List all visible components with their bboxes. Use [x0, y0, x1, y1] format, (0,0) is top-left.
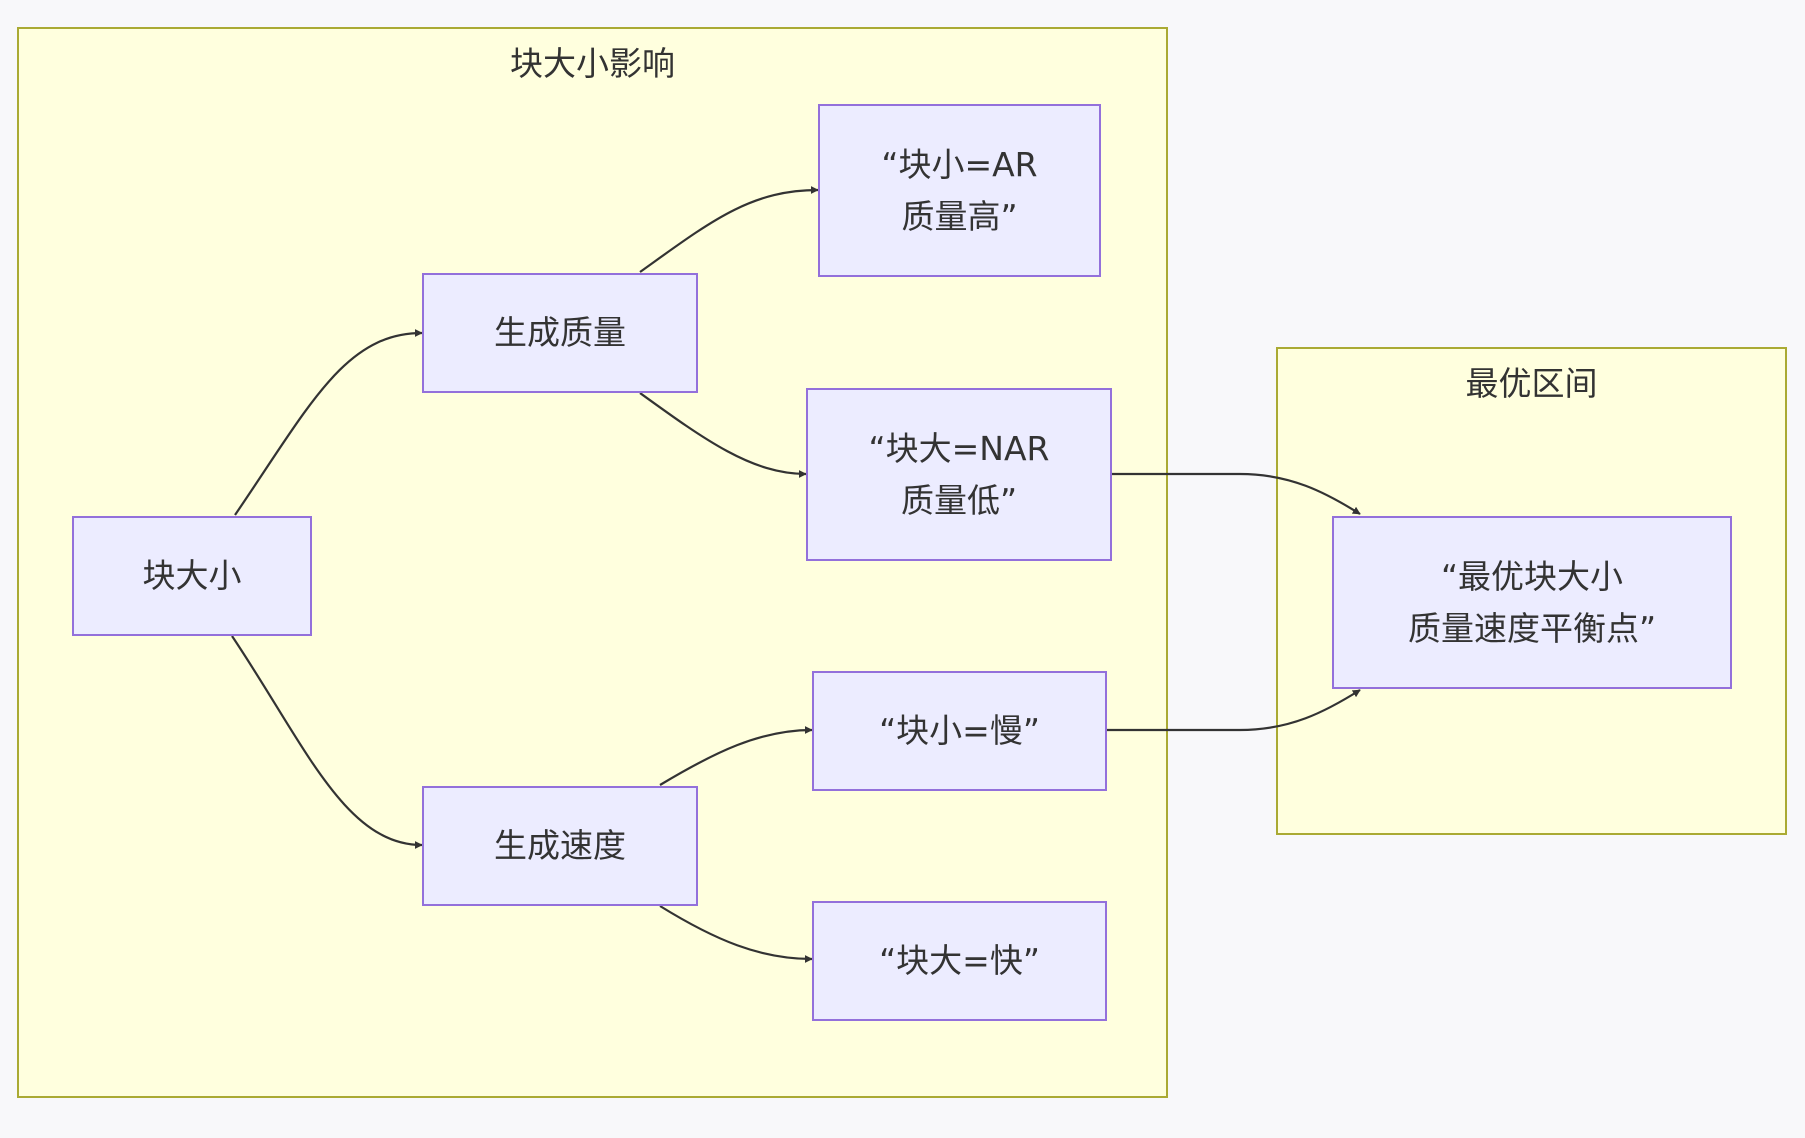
node-generation-quality: 生成质量 — [422, 273, 698, 393]
node-label-line: “块小=慢” — [879, 711, 1040, 751]
subgraph-title: 块大小影响 — [510, 44, 675, 83]
subgraph-title: 最优区间 — [1465, 364, 1598, 403]
node-label-line: “块小=AR — [881, 145, 1038, 185]
node-block-size: 块大小 — [72, 516, 312, 636]
node-small-block-ar: “块小=AR 质量高” — [818, 104, 1101, 277]
node-large-block-fast: “块大=快” — [812, 901, 1107, 1021]
node-label-line: 生成质量 — [494, 313, 626, 353]
node-label-line: “最优块大小 — [1440, 557, 1624, 597]
node-label-line: 质量高” — [901, 196, 1018, 236]
node-small-block-slow: “块小=慢” — [812, 671, 1107, 791]
node-label-line: 质量速度平衡点” — [1407, 608, 1657, 648]
node-optimal-block-size: “最优块大小质量速度平衡点” — [1332, 516, 1732, 689]
node-label-line: 质量低” — [900, 480, 1018, 520]
node-label-line: 块大小 — [142, 556, 242, 596]
node-label-line: “块大=快” — [879, 941, 1040, 981]
node-label-line: 生成速度 — [494, 826, 626, 866]
node-generation-speed: 生成速度 — [422, 786, 698, 906]
node-label-line: “块大=NAR — [868, 429, 1050, 469]
node-large-block-nar: “块大=NAR 质量低” — [806, 388, 1112, 561]
